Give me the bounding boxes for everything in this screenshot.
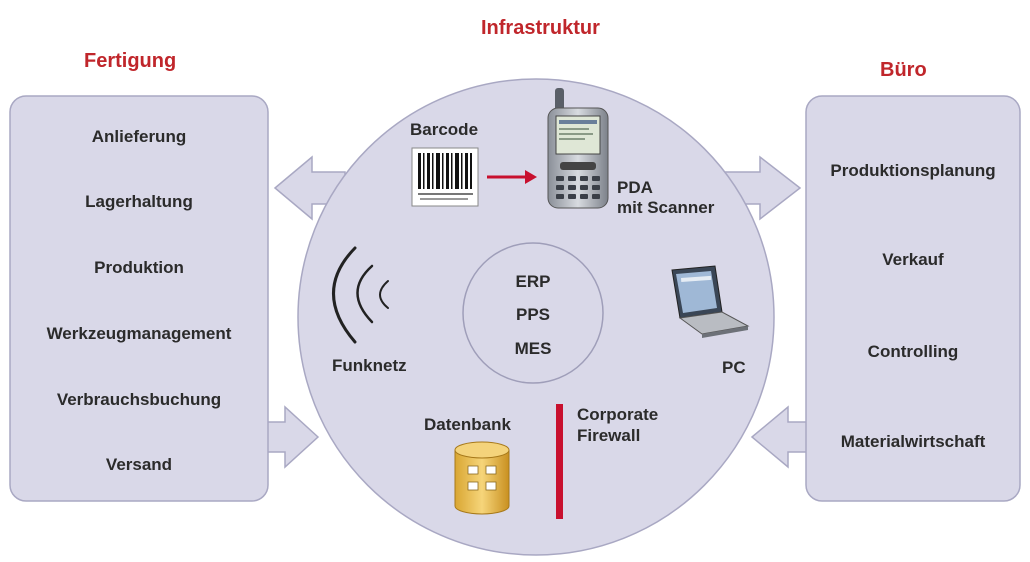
buero-item-controlling: Controlling [867,342,959,361]
core-circle [462,242,604,384]
fertigung-item-versand: Versand [105,455,173,474]
barcode-icon [411,147,479,207]
buero-item-materialwirtschaft: Materialwirtschaft [840,432,986,451]
header-buero: Büro [880,59,927,81]
pc-label: PC [722,358,746,377]
firewall-label-line2: Firewall [577,426,641,445]
header-fertigung: Fertigung [84,50,177,72]
header-infrastruktur: Infrastruktur [481,17,600,39]
arrow-left-bottom [261,405,320,469]
pda-label: PDA [617,178,653,197]
database-icon [454,441,510,515]
fertigung-item-verbrauchsbuchung: Verbrauchsbuchung [56,390,222,409]
core-label-erp: ERP [515,272,551,291]
buero-item-verkauf: Verkauf [882,250,944,269]
datenbank-label: Datenbank [424,415,511,434]
barcode-label: Barcode [410,120,479,139]
firewall-bar [556,404,563,519]
funknetz-label: Funknetz [332,356,407,375]
buero-panel [805,95,1021,502]
scan-arrow [487,170,537,184]
fertigung-item-anlieferung: Anlieferung [91,127,187,146]
fertigung-panel [9,95,269,502]
firewall-label-line1: Corporate [577,405,659,424]
core-label-pps: PPS [515,305,551,324]
fertigung-item-lagerhaltung: Lagerhaltung [85,192,193,211]
fertigung-item-produktion: Produktion [94,258,184,277]
pda-icon [547,88,609,209]
pda-label-scanner: mit Scanner [617,198,715,217]
wireless-icon [332,246,389,344]
buero-item-produktionsplanung: Produktionsplanung [830,161,996,180]
fertigung-item-werkzeugmanagement: Werkzeugmanagement [46,324,232,343]
core-label-mes: MES [514,339,552,358]
laptop-icon [671,265,750,338]
